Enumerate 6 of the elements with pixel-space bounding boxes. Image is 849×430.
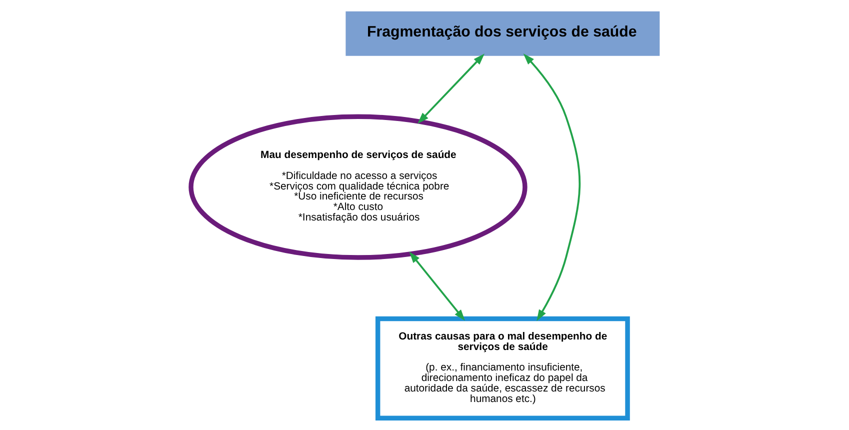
node-box: Fragmentação dos serviços de saúde [345,11,660,56]
arrow [522,53,580,322]
node-ellipse: Mau desempenho de serviços de saúde *Dificuldade no acesso a serviços *Serviços com qualidade técnica pobre *Uso ineficiente de recursos *Alto custo *Insatisfação dos usuários [188,114,527,260]
node-box: Outras causas para o mal desempenho de serviços de saúde (p. ex., financiamento insuficiente, direcionamento ineficaz do papel da autoridade da saúde, escassez de recursos humanos etc.) [374,316,630,420]
arrow [408,252,465,321]
arrow [417,54,484,124]
